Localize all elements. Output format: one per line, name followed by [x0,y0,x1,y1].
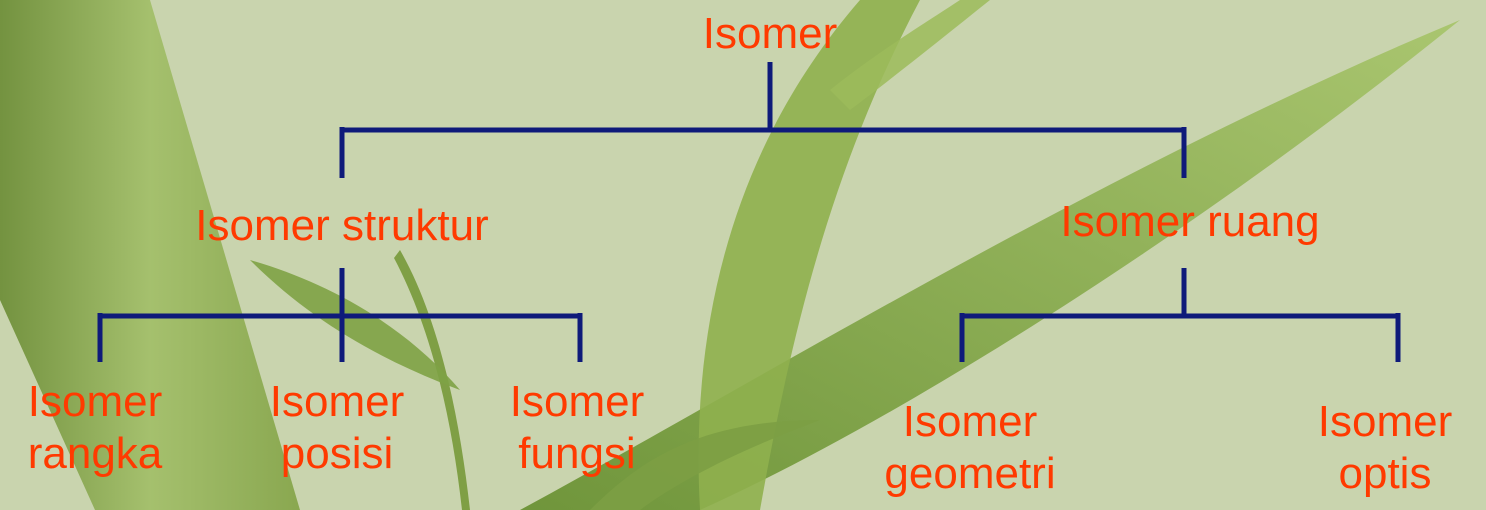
leaf-node-isomer-geometri: Isomer geometri [860,396,1080,500]
connector-struktur-bar [100,313,580,362]
branch-node-isomer-ruang: Isomer ruang [1020,196,1360,248]
connector-ruang-bar [962,313,1398,362]
leaf-node-isomer-rangka: Isomer rangka [0,376,190,480]
root-node-isomer: Isomer [670,8,870,60]
leaf-node-isomer-posisi: Isomer posisi [242,376,432,480]
branch-node-isomer-struktur: Isomer struktur [152,200,532,252]
leaf-node-isomer-fungsi: Isomer fungsi [482,376,672,480]
leaf-node-isomer-optis: Isomer optis [1290,396,1480,500]
connector-level1-bar [342,127,1184,178]
